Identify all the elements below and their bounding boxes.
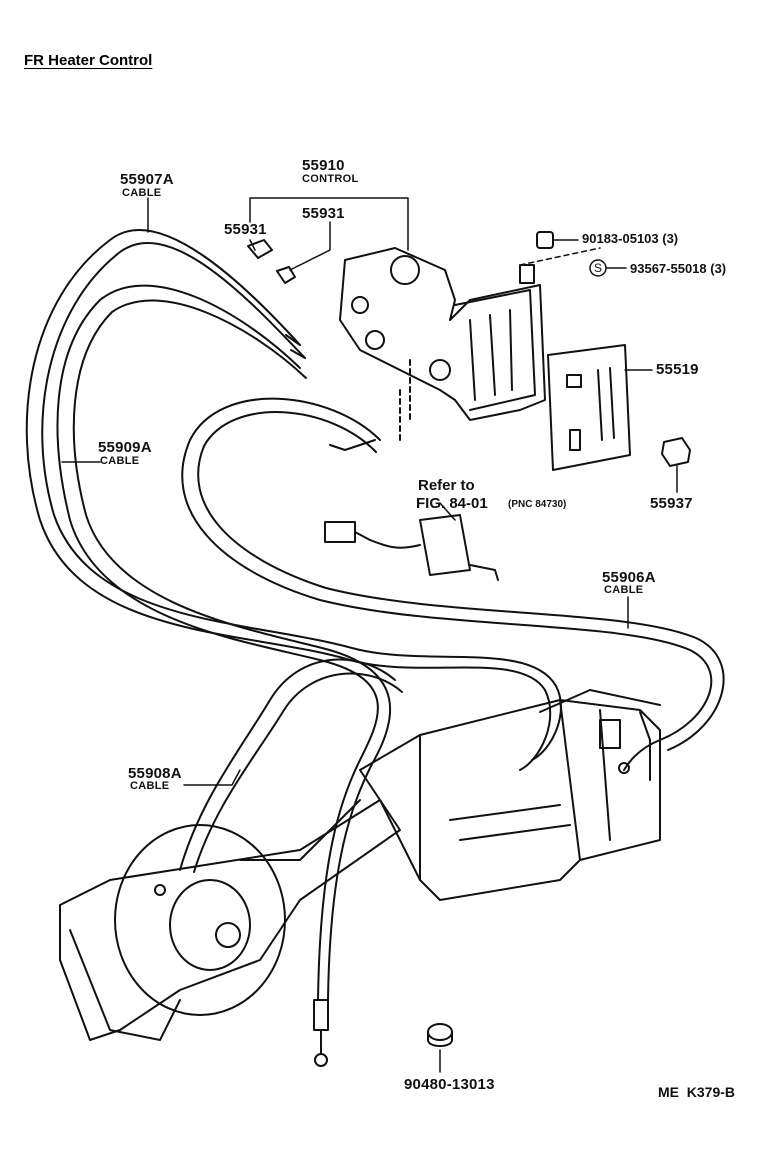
label-93567: 93567-55018 (3) (630, 261, 727, 276)
fastener-drawings (519, 231, 627, 277)
grommet-90480-drawing (427, 1023, 453, 1073)
blower-housing-drawing (59, 799, 401, 1041)
cable-55906a-drawing (181, 397, 725, 771)
reference-line1: Refer to (418, 477, 475, 494)
screw-symbol: S (594, 261, 603, 275)
diagram-title: FR Heater Control (24, 52, 153, 69)
heater-unit-drawing (359, 689, 661, 901)
label-55908a-number: 55908A (128, 765, 182, 782)
cable-55907a-drawing (25, 229, 562, 771)
label-55907a-number: 55907A (120, 171, 174, 188)
reference-line2: FIG. 84-01 (416, 495, 488, 512)
label-55906a-number: 55906A (602, 569, 656, 586)
label-55906a-desc: CABLE (604, 584, 644, 596)
label-55909a-number: 55909A (98, 439, 152, 456)
plate-55519-drawing (547, 344, 653, 471)
footer-code: ME K379-B (658, 1084, 736, 1100)
label-55519: 55519 (656, 361, 699, 378)
label-55908a-desc: CABLE (130, 780, 170, 792)
label-55910-number: 55910 (302, 157, 345, 174)
cable-55908a-drawing (154, 658, 403, 896)
cable-leaders (61, 197, 629, 786)
label-55931-b: 55931 (302, 205, 345, 222)
label-55909a-desc: CABLE (100, 455, 140, 467)
knob-55937-drawing (661, 437, 691, 493)
label-55910-desc: CONTROL (302, 173, 359, 185)
label-55937: 55937 (650, 495, 693, 512)
label-90183: 90183-05103 (3) (582, 231, 679, 246)
label-55907a-desc: CABLE (122, 187, 162, 199)
cable-55909a-drawing (56, 284, 392, 1067)
label-90480: 90480-13013 (404, 1076, 495, 1093)
switch-drawing (324, 502, 499, 581)
control-assembly-drawing (339, 247, 546, 441)
label-55931-a: 55931 (224, 221, 267, 238)
reference-pnc: (PNC 84730) (508, 499, 567, 510)
clip-drawings (247, 239, 296, 284)
